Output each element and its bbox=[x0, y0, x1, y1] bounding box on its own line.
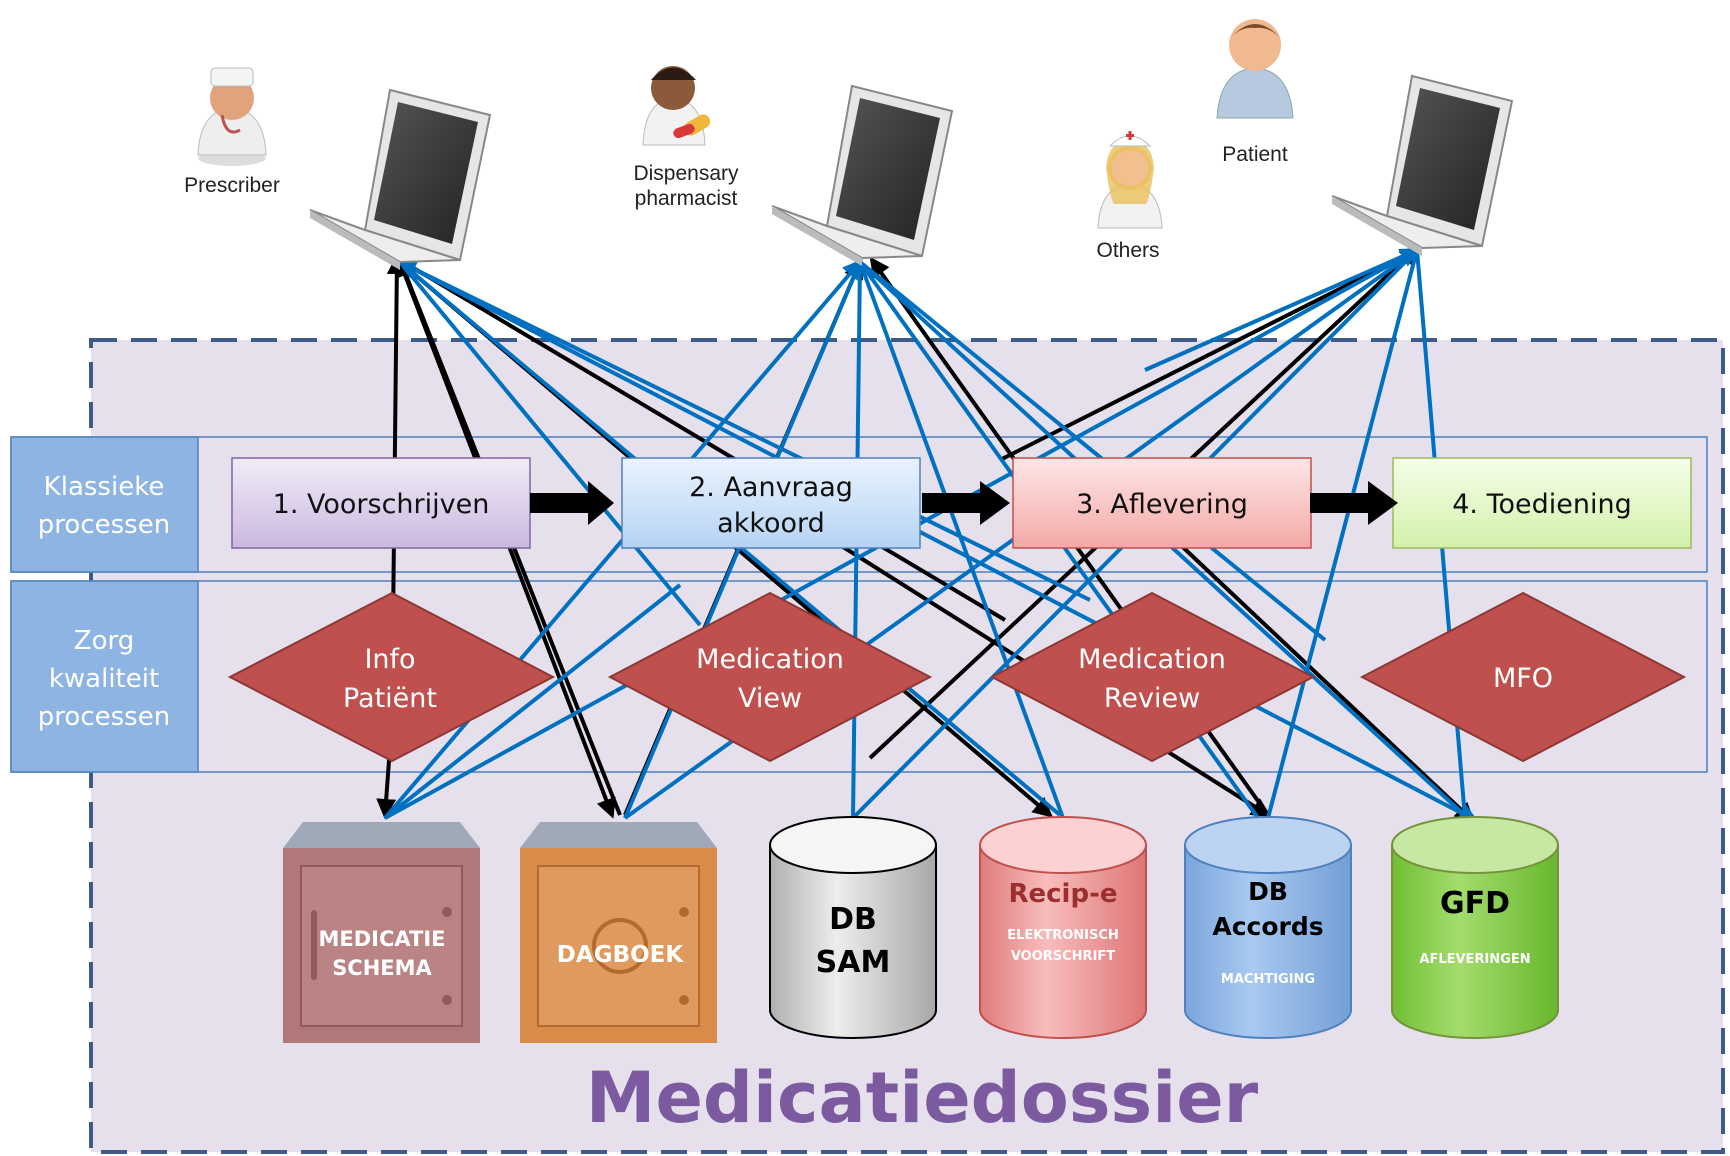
pharmacist-label-line1: Dispensary bbox=[633, 162, 739, 185]
flow-arrow bbox=[922, 481, 1010, 525]
svg-text:AFLEVERINGEN: AFLEVERINGEN bbox=[1419, 952, 1530, 967]
safe-medicatie-schema: MEDICATIE SCHEMA bbox=[283, 822, 480, 1043]
svg-text:kwaliteit: kwaliteit bbox=[49, 664, 159, 694]
process-voorschrijven: 1. Voorschrijven bbox=[231, 457, 531, 549]
svg-text:MFO: MFO bbox=[1493, 663, 1553, 694]
laptop-icon bbox=[1331, 74, 1514, 256]
pharmacist-icon bbox=[642, 66, 711, 146]
flow-arrow bbox=[530, 481, 614, 525]
care-row-label: Zorg kwaliteit processen bbox=[10, 580, 199, 773]
svg-text:GFD: GFD bbox=[1440, 886, 1510, 921]
arrow-blue bbox=[1266, 249, 1419, 819]
arrow-black bbox=[396, 257, 1007, 622]
svg-text:MACHTIGING: MACHTIGING bbox=[1221, 972, 1315, 987]
svg-text:Patiënt: Patiënt bbox=[343, 683, 437, 714]
diamond-medication-view: Medication View bbox=[607, 591, 933, 763]
svg-text:Zorg: Zorg bbox=[74, 626, 134, 656]
process-toediening: 4. Toediening bbox=[1392, 457, 1692, 549]
svg-text:DB: DB bbox=[829, 902, 877, 937]
db-gfd: GFD AFLEVERINGEN bbox=[1391, 816, 1559, 1039]
arrow-blue bbox=[383, 583, 682, 820]
safe-dagboek: DAGBOEK bbox=[520, 822, 717, 1043]
svg-text:Accords: Accords bbox=[1212, 912, 1323, 941]
svg-text:4. Toediening: 4. Toediening bbox=[1452, 489, 1632, 520]
diamond-info-patient: Info Patiënt bbox=[227, 591, 556, 763]
svg-text:View: View bbox=[738, 683, 802, 714]
svg-text:VOORSCHRIFT: VOORSCHRIFT bbox=[1011, 949, 1115, 964]
svg-text:MEDICATIE: MEDICATIE bbox=[318, 927, 445, 951]
svg-text:Recip-e: Recip-e bbox=[1008, 879, 1117, 909]
svg-text:akkoord: akkoord bbox=[717, 508, 825, 539]
laptop-icon bbox=[771, 84, 954, 266]
dossier-title: Medicatiedossier bbox=[586, 1057, 1259, 1139]
svg-text:2. Aanvraag: 2. Aanvraag bbox=[689, 472, 853, 503]
svg-text:Medication: Medication bbox=[1078, 644, 1226, 675]
prescriber-label: Prescriber bbox=[184, 174, 280, 197]
flow-arrow bbox=[1310, 481, 1398, 525]
others-icon bbox=[1097, 131, 1163, 229]
svg-text:ELEKTRONISCH: ELEKTRONISCH bbox=[1007, 928, 1119, 943]
arrow-blue bbox=[858, 260, 1327, 642]
laptop-icon bbox=[309, 88, 492, 270]
arrow-blue bbox=[398, 260, 702, 627]
patient-label: Patient bbox=[1222, 143, 1288, 166]
db-sam: DB SAM bbox=[769, 816, 937, 1039]
svg-text:SAM: SAM bbox=[816, 945, 891, 980]
diamond-medication-review: Medication Review bbox=[989, 591, 1316, 763]
process-aanvraag-akkoord: 2. Aanvraag akkoord bbox=[621, 457, 921, 549]
classic-row-label: Klassieke processen bbox=[10, 436, 199, 573]
svg-text:DAGBOEK: DAGBOEK bbox=[557, 942, 685, 968]
svg-text:processen: processen bbox=[38, 510, 170, 540]
svg-text:1. Voorschrijven: 1. Voorschrijven bbox=[273, 489, 490, 520]
others-label: Others bbox=[1096, 239, 1159, 262]
svg-text:DB: DB bbox=[1248, 877, 1288, 906]
prescriber-icon bbox=[197, 67, 267, 166]
process-aflevering: 3. Aflevering bbox=[1012, 457, 1312, 549]
svg-text:Klassieke: Klassieke bbox=[44, 472, 165, 502]
svg-text:Review: Review bbox=[1104, 683, 1200, 714]
db-accords: DB Accords MACHTIGING bbox=[1184, 816, 1352, 1039]
arrow-blue bbox=[396, 260, 1091, 602]
arrow-blue bbox=[399, 260, 1479, 822]
diamond-mfo: MFO bbox=[1359, 591, 1687, 763]
process-flow-arrows bbox=[530, 481, 1398, 525]
arrow-black bbox=[999, 248, 1418, 462]
db-recipe: Recip-e ELEKTRONISCH VOORSCHRIFT bbox=[979, 816, 1147, 1039]
svg-text:processen: processen bbox=[38, 702, 170, 732]
svg-text:3. Aflevering: 3. Aflevering bbox=[1076, 489, 1248, 520]
pharmacist-label-line2: pharmacist bbox=[635, 187, 738, 210]
patient-icon bbox=[1216, 19, 1294, 119]
svg-text:Info: Info bbox=[364, 644, 415, 675]
arrow-blue bbox=[1144, 248, 1418, 372]
svg-text:SCHEMA: SCHEMA bbox=[332, 956, 432, 980]
svg-text:Medication: Medication bbox=[696, 644, 844, 675]
arrow-black bbox=[1168, 533, 1475, 823]
arrow-blue bbox=[858, 261, 1065, 819]
